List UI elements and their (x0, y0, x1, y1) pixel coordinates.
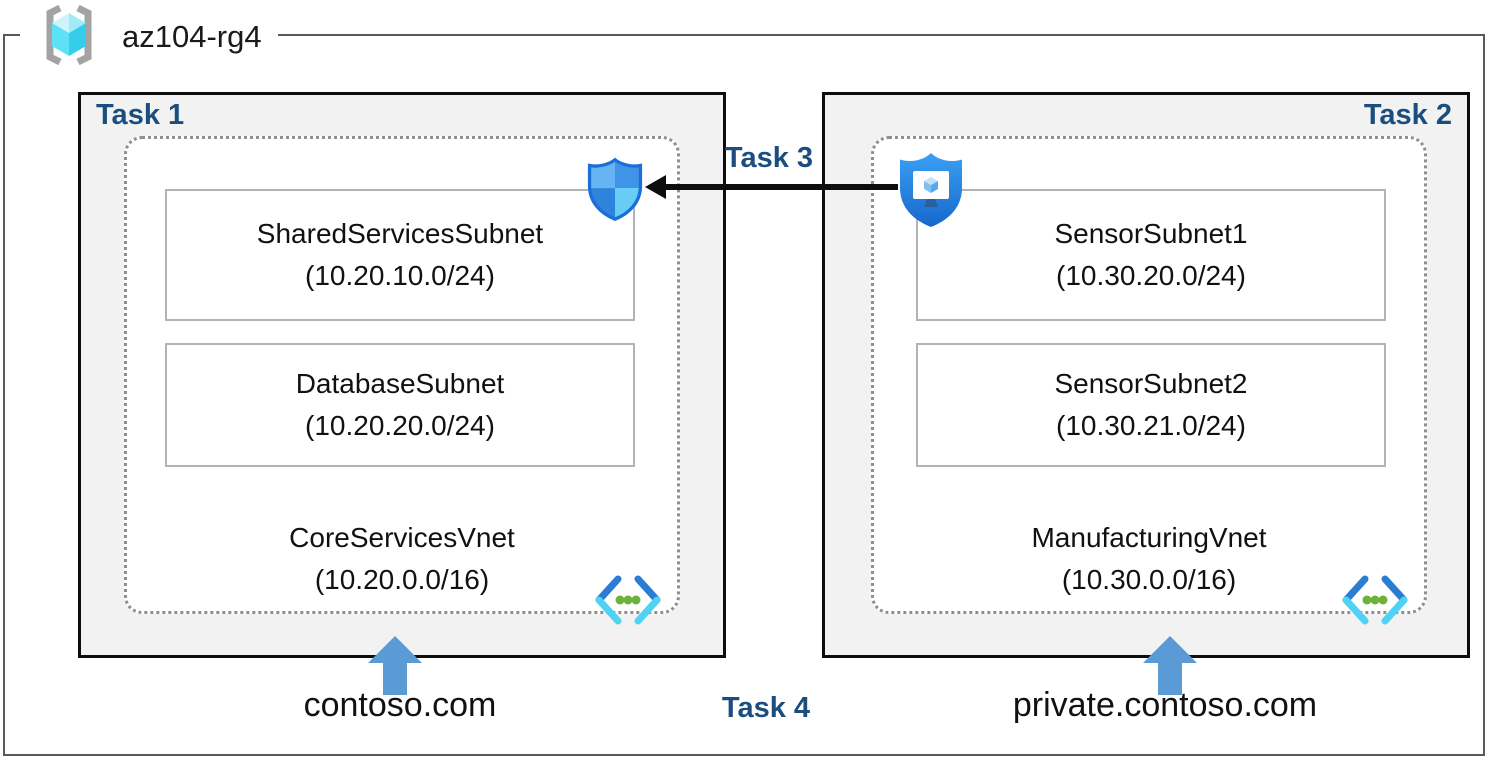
subnet-name: SharedServicesSubnet (256, 218, 544, 249)
resource-group-header: az104-rg4 (20, 2, 278, 72)
virtual-network-icon (1340, 573, 1410, 627)
task2-label: Task 2 (1363, 99, 1452, 131)
resource-group-name: az104-rg4 (122, 19, 262, 54)
sensor-subnet2-box: SensorSubnet2 (10.30.21.0/24) (916, 343, 1386, 467)
task3-arrowhead-icon (645, 175, 666, 199)
bastion-icon (896, 150, 966, 230)
core-services-vnet-name: CoreServicesVnet (10.20.0.0/16) (127, 517, 677, 601)
sensor-subnet1-box: SensorSubnet1 (10.30.20.0/24) (916, 189, 1386, 321)
subnet-name: SensorSubnet1 (1054, 218, 1248, 249)
task2-box: Task 2 SensorSubnet1 (10.30.20.0/24) Sen… (822, 92, 1470, 658)
arrow-shaft (1158, 662, 1182, 695)
manufacturing-vnet-name: ManufacturingVnet (10.30.0.0/16) (874, 517, 1424, 601)
network-security-group-icon (584, 156, 646, 222)
resource-group-boundary (3, 34, 1485, 756)
vnet-cidr-text: (10.20.0.0/16) (314, 564, 490, 595)
database-subnet-box: DatabaseSubnet (10.20.20.0/24) (165, 343, 635, 467)
vnet-name-text: CoreServicesVnet (289, 522, 515, 553)
virtual-network-icon (593, 573, 663, 627)
subnet-cidr: (10.30.21.0/24) (1056, 410, 1246, 441)
vnet-cidr-text: (10.30.0.0/16) (1061, 564, 1237, 595)
arrowhead (368, 636, 422, 663)
arrow-shaft (383, 662, 407, 695)
subnet-name: SensorSubnet2 (1054, 368, 1248, 399)
shared-services-subnet-box: SharedServicesSubnet (10.20.10.0/24) (165, 189, 635, 321)
subnet-cidr: (10.30.20.0/24) (1056, 260, 1246, 291)
manufacturing-vnet-boundary: SensorSubnet1 (10.30.20.0/24) SensorSubn… (871, 136, 1427, 625)
arrowhead (1143, 636, 1197, 663)
vnet-name-text: ManufacturingVnet (1031, 522, 1267, 553)
contoso-up-arrow-icon (368, 636, 422, 695)
subnet-cidr: (10.20.20.0/24) (305, 410, 495, 441)
task4-label: Task 4 (721, 692, 811, 724)
private-contoso-up-arrow-icon (1143, 636, 1197, 695)
task3-arrow-line (664, 184, 898, 190)
resource-group-icon (36, 4, 102, 71)
subnet-name: DatabaseSubnet (295, 368, 505, 399)
task3-label: Task 3 (724, 142, 814, 174)
core-services-vnet-boundary: SharedServicesSubnet (10.20.10.0/24) Dat… (124, 136, 680, 625)
task1-label: Task 1 (96, 99, 185, 131)
subnet-cidr: (10.20.10.0/24) (305, 260, 495, 291)
